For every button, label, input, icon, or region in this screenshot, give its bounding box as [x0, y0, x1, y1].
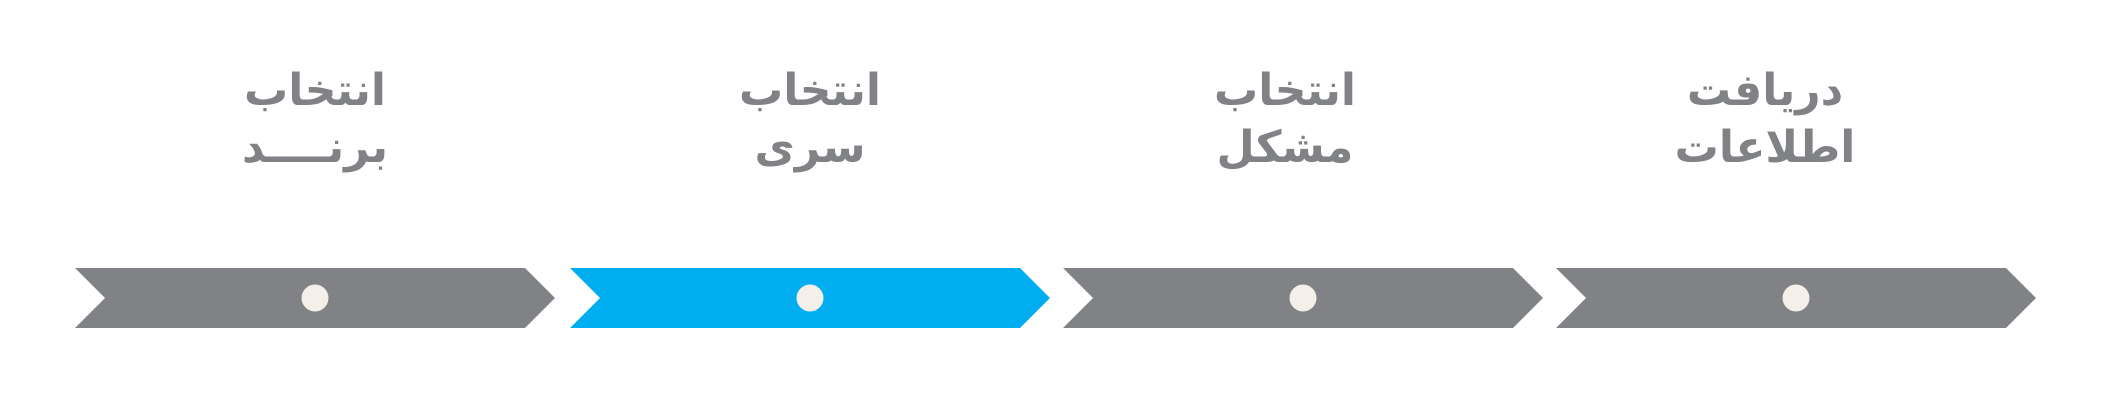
- step-chevron-2[interactable]: [570, 268, 1050, 328]
- step-label-1-line2: برنــــد: [242, 122, 388, 173]
- stepper-labels-row: انتخاب برنــــد انتخاب سری انتخاب مشکل د…: [75, 62, 2005, 176]
- step-chevron-4[interactable]: [1556, 268, 2036, 328]
- step-label-3-line2: مشکل: [1216, 122, 1354, 173]
- step-dot-icon-4: [1783, 285, 1810, 312]
- step-label-4-line1: دریافت: [1686, 65, 1844, 116]
- step-label-1-line1: انتخاب: [243, 65, 386, 116]
- step-label-3: انتخاب مشکل: [1045, 62, 1525, 176]
- step-chevron-1[interactable]: [75, 268, 555, 328]
- step-dot-icon-2: [797, 285, 824, 312]
- step-label-3-line1: انتخاب: [1213, 65, 1356, 116]
- step-label-4: دریافت اطلاعات: [1525, 62, 2005, 176]
- step-dot-icon-1: [302, 285, 329, 312]
- step-dot-icon-3: [1290, 285, 1317, 312]
- step-label-2: انتخاب سری: [570, 62, 1050, 176]
- stepper-bars-row: [0, 268, 2101, 328]
- step-label-1: انتخاب برنــــد: [75, 62, 555, 176]
- step-label-2-line2: سری: [754, 122, 866, 173]
- step-chevron-3[interactable]: [1063, 268, 1543, 328]
- step-label-4-line2: اطلاعات: [1674, 122, 1856, 173]
- step-label-2-line1: انتخاب: [738, 65, 881, 116]
